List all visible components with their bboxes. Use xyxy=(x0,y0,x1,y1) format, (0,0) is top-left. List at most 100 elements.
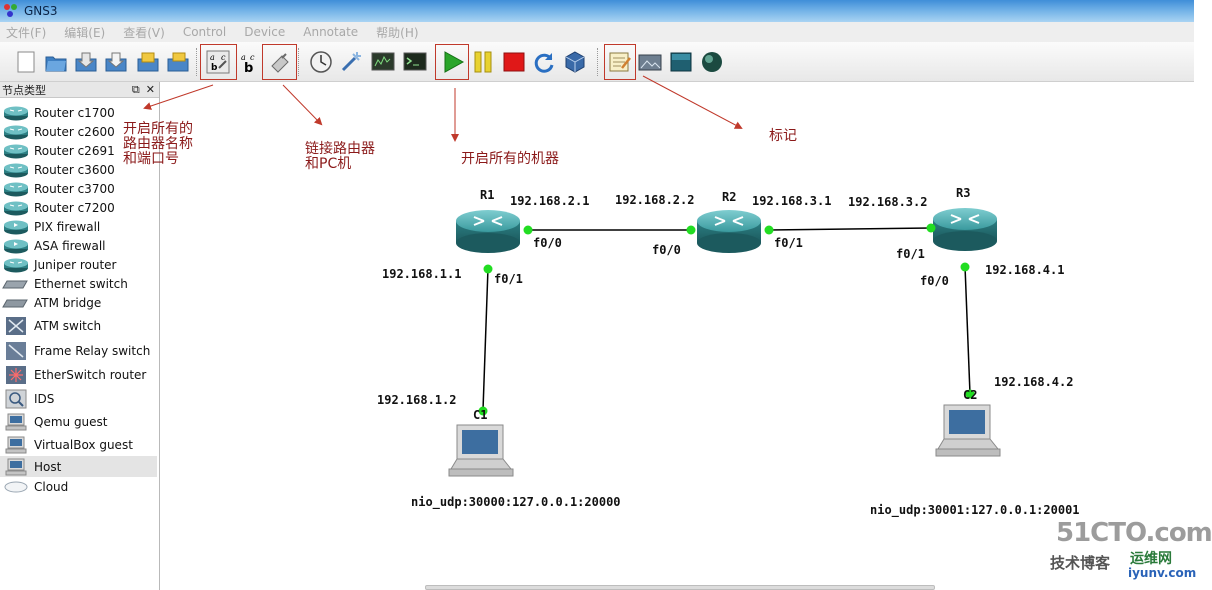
port-label-r3-f01: f0/1 xyxy=(896,247,925,261)
node-type-label: Frame Relay switch xyxy=(34,344,151,358)
link-r2-r3[interactable] xyxy=(768,227,932,231)
router-r3[interactable] xyxy=(933,208,997,251)
idle-pc-button[interactable] xyxy=(337,48,365,76)
node-type-item[interactable]: Router c3700 xyxy=(0,179,157,198)
router-r1[interactable] xyxy=(456,210,520,253)
topology-canvas[interactable]: 开启所有的 路由器名称 和端口号 链接路由器 和PC机 开启所有的机器 标记 R… xyxy=(123,75,1194,590)
ip-c2: 192.168.4.2 xyxy=(994,375,1074,389)
node-type-item[interactable]: Juniper router xyxy=(0,255,157,274)
link-r1-c1[interactable] xyxy=(482,267,489,411)
router-icon xyxy=(3,105,29,121)
node-type-label: Juniper router xyxy=(34,257,117,272)
save-as-button[interactable] xyxy=(102,48,130,76)
node-type-item[interactable]: ATM switch xyxy=(0,315,157,337)
svg-text:b: b xyxy=(211,63,218,73)
node-type-label: IDS xyxy=(34,391,55,406)
console-all-button[interactable] xyxy=(369,48,397,76)
monitor-chart-icon xyxy=(371,52,395,71)
port-dot-r2-f00 xyxy=(686,225,696,235)
arrow-add-note xyxy=(642,75,743,129)
node-type-label: Router c2600 xyxy=(34,124,115,139)
open-project-button[interactable] xyxy=(42,48,70,76)
picture-icon xyxy=(638,54,662,71)
node-type-item[interactable]: Router c7200 xyxy=(0,198,157,217)
insert-picture-button[interactable] xyxy=(636,48,664,76)
node-type-item[interactable]: VirtualBox guest xyxy=(0,433,157,456)
router-icon xyxy=(3,257,29,273)
node-type-item[interactable]: Ethernet switch xyxy=(0,274,157,293)
stop-icon xyxy=(503,52,525,72)
link-r3-c2[interactable] xyxy=(964,265,971,395)
export-button[interactable] xyxy=(164,48,192,76)
node-type-item[interactable]: PIX firewall xyxy=(0,217,157,236)
reload-all-button[interactable] xyxy=(530,48,558,76)
add-link-button[interactable] xyxy=(266,48,294,76)
dock-header: 节点类型 ⧉ ✕ xyxy=(0,82,159,98)
node-type-label: VirtualBox guest xyxy=(34,437,133,452)
capture-button[interactable] xyxy=(307,48,335,76)
qemu-icon xyxy=(3,413,29,430)
annotation-show-names: 开启所有的 路由器名称 和端口号 xyxy=(123,121,193,167)
node-type-item[interactable]: Frame Relay switch xyxy=(0,339,157,363)
menu-file[interactable]: 文件(F) xyxy=(6,25,47,40)
menu-control[interactable]: Control xyxy=(182,25,227,39)
import-button[interactable] xyxy=(134,48,162,76)
node-type-item[interactable]: ATM bridge xyxy=(0,293,157,312)
node-type-label: EtherSwitch router xyxy=(34,368,147,382)
node-type-item[interactable]: Cloud xyxy=(0,477,157,496)
ip-c1: 192.168.1.2 xyxy=(377,393,457,407)
save-project-button[interactable] xyxy=(72,48,100,76)
menu-device[interactable]: Device xyxy=(244,25,286,39)
horizontal-scrollbar[interactable] xyxy=(425,585,935,590)
terminal-button[interactable] xyxy=(401,48,429,76)
undock-icon[interactable]: ⧉ xyxy=(131,82,140,96)
host-c2[interactable] xyxy=(935,404,1001,457)
router-r2[interactable] xyxy=(697,210,761,253)
virtualbox-button[interactable] xyxy=(561,48,589,76)
reload-icon xyxy=(534,53,554,73)
annotation-add-link: 链接路由器 和PC机 xyxy=(305,141,375,172)
add-note-button[interactable] xyxy=(606,48,634,76)
node-type-item[interactable]: Router c3600 xyxy=(0,160,157,179)
new-project-button[interactable] xyxy=(12,48,40,76)
router-icon xyxy=(3,200,29,216)
label-r3: R3 xyxy=(956,186,971,200)
draw-rectangle-button[interactable] xyxy=(667,48,695,76)
node-type-label: Router c1700 xyxy=(34,105,115,120)
node-type-item[interactable]: Router c2600 xyxy=(0,122,157,141)
node-type-label: Router c7200 xyxy=(34,200,115,215)
stop-all-button[interactable] xyxy=(500,48,528,76)
node-type-label: ATM switch xyxy=(34,319,102,333)
menu-help[interactable]: 帮助(H) xyxy=(376,25,419,40)
menu-edit[interactable]: 编辑(E) xyxy=(64,25,106,40)
wizard-icon xyxy=(341,52,361,72)
firewall-icon xyxy=(3,219,29,235)
highlight-add-note xyxy=(604,44,636,80)
etherswitch-icon xyxy=(3,366,29,384)
port-dot-r3-f00 xyxy=(960,262,970,272)
router-icon xyxy=(3,181,29,197)
ip-r1-f01: 192.168.1.1 xyxy=(382,267,462,281)
node-type-item[interactable]: ASA firewall xyxy=(0,236,157,255)
terminal-icon xyxy=(403,52,427,71)
node-type-item[interactable]: EtherSwitch router xyxy=(0,363,157,387)
node-type-item[interactable]: Qemu guest xyxy=(0,410,157,433)
draw-ellipse-button[interactable] xyxy=(698,48,726,76)
node-type-item[interactable]: IDS xyxy=(0,387,157,410)
start-all-button[interactable] xyxy=(439,48,467,76)
node-type-item[interactable]: Router c1700 xyxy=(0,103,157,122)
node-type-item[interactable]: Host xyxy=(0,456,157,477)
svg-text:a: a xyxy=(210,53,215,62)
close-icon[interactable]: ✕ xyxy=(145,82,155,96)
host-c1[interactable] xyxy=(448,424,514,477)
menu-view[interactable]: 查看(V) xyxy=(123,25,165,40)
toolbar-separator xyxy=(196,48,198,76)
suspend-all-button[interactable] xyxy=(469,48,497,76)
port-dot-r2-f01 xyxy=(764,225,774,235)
ip-r3-f01: 192.168.3.2 xyxy=(848,195,928,209)
watermark-line2: 运维网 xyxy=(1130,551,1172,567)
menu-annotate[interactable]: Annotate xyxy=(303,25,359,39)
node-type-item[interactable]: Router c2691 xyxy=(0,141,157,160)
